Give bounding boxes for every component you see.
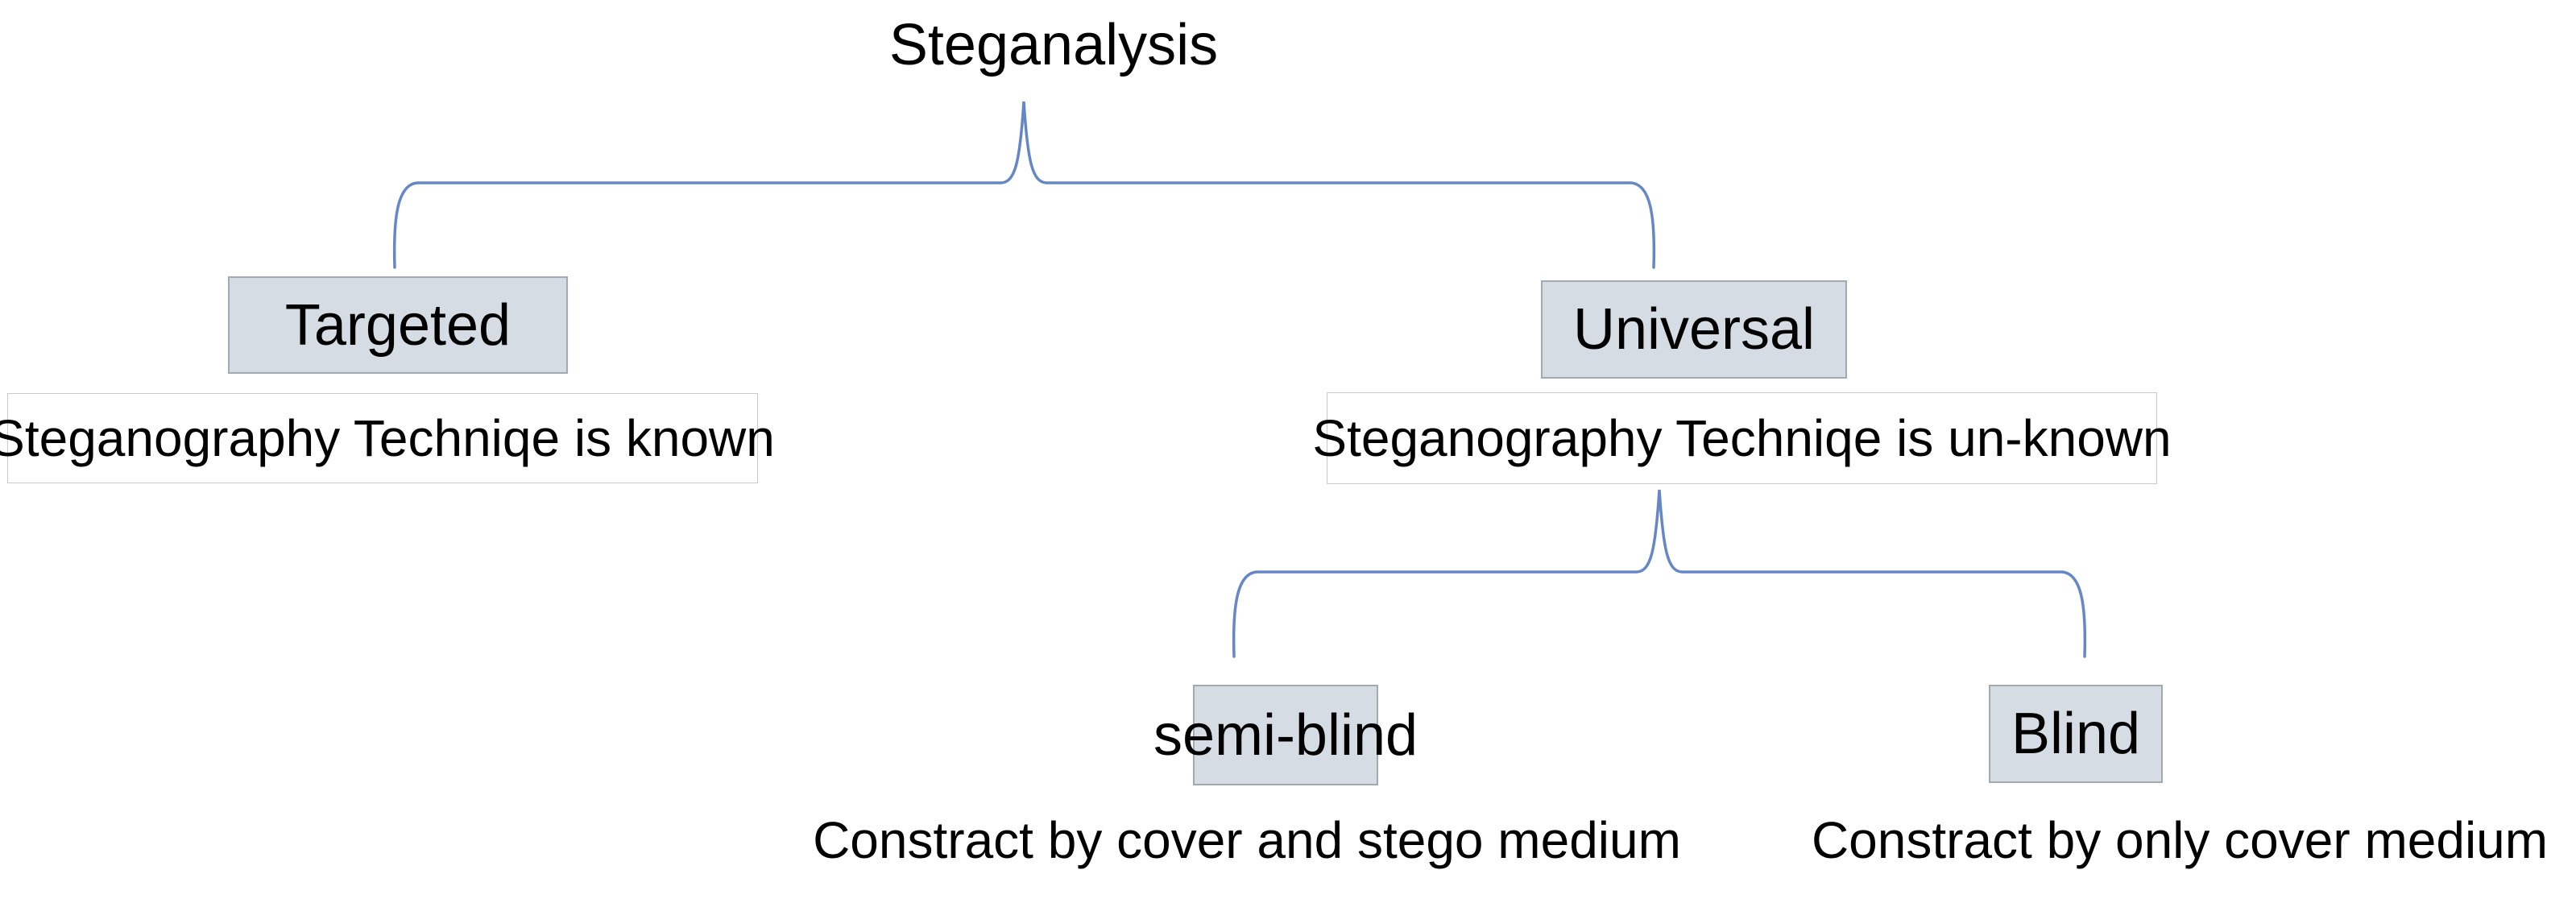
- root-label: Steganalysis: [888, 13, 1219, 77]
- node-targeted: Targeted: [228, 276, 568, 374]
- desc-universal: Steganography Techniqe is un-known: [1312, 392, 2172, 484]
- caption-blind: Constract by only cover medium: [1811, 811, 2549, 869]
- node-universal: Universal: [1541, 280, 1847, 379]
- brace-level-2-icon: [1232, 489, 2087, 658]
- brace-level-1-icon: [392, 101, 1656, 269]
- node-blind: Blind: [1989, 685, 2163, 783]
- caption-semi-blind: Constract by cover and stego medium: [813, 811, 1681, 869]
- node-semi-blind: semi-blind: [1153, 685, 1418, 785]
- desc-targeted: Steganography Techniqe is known: [0, 393, 775, 483]
